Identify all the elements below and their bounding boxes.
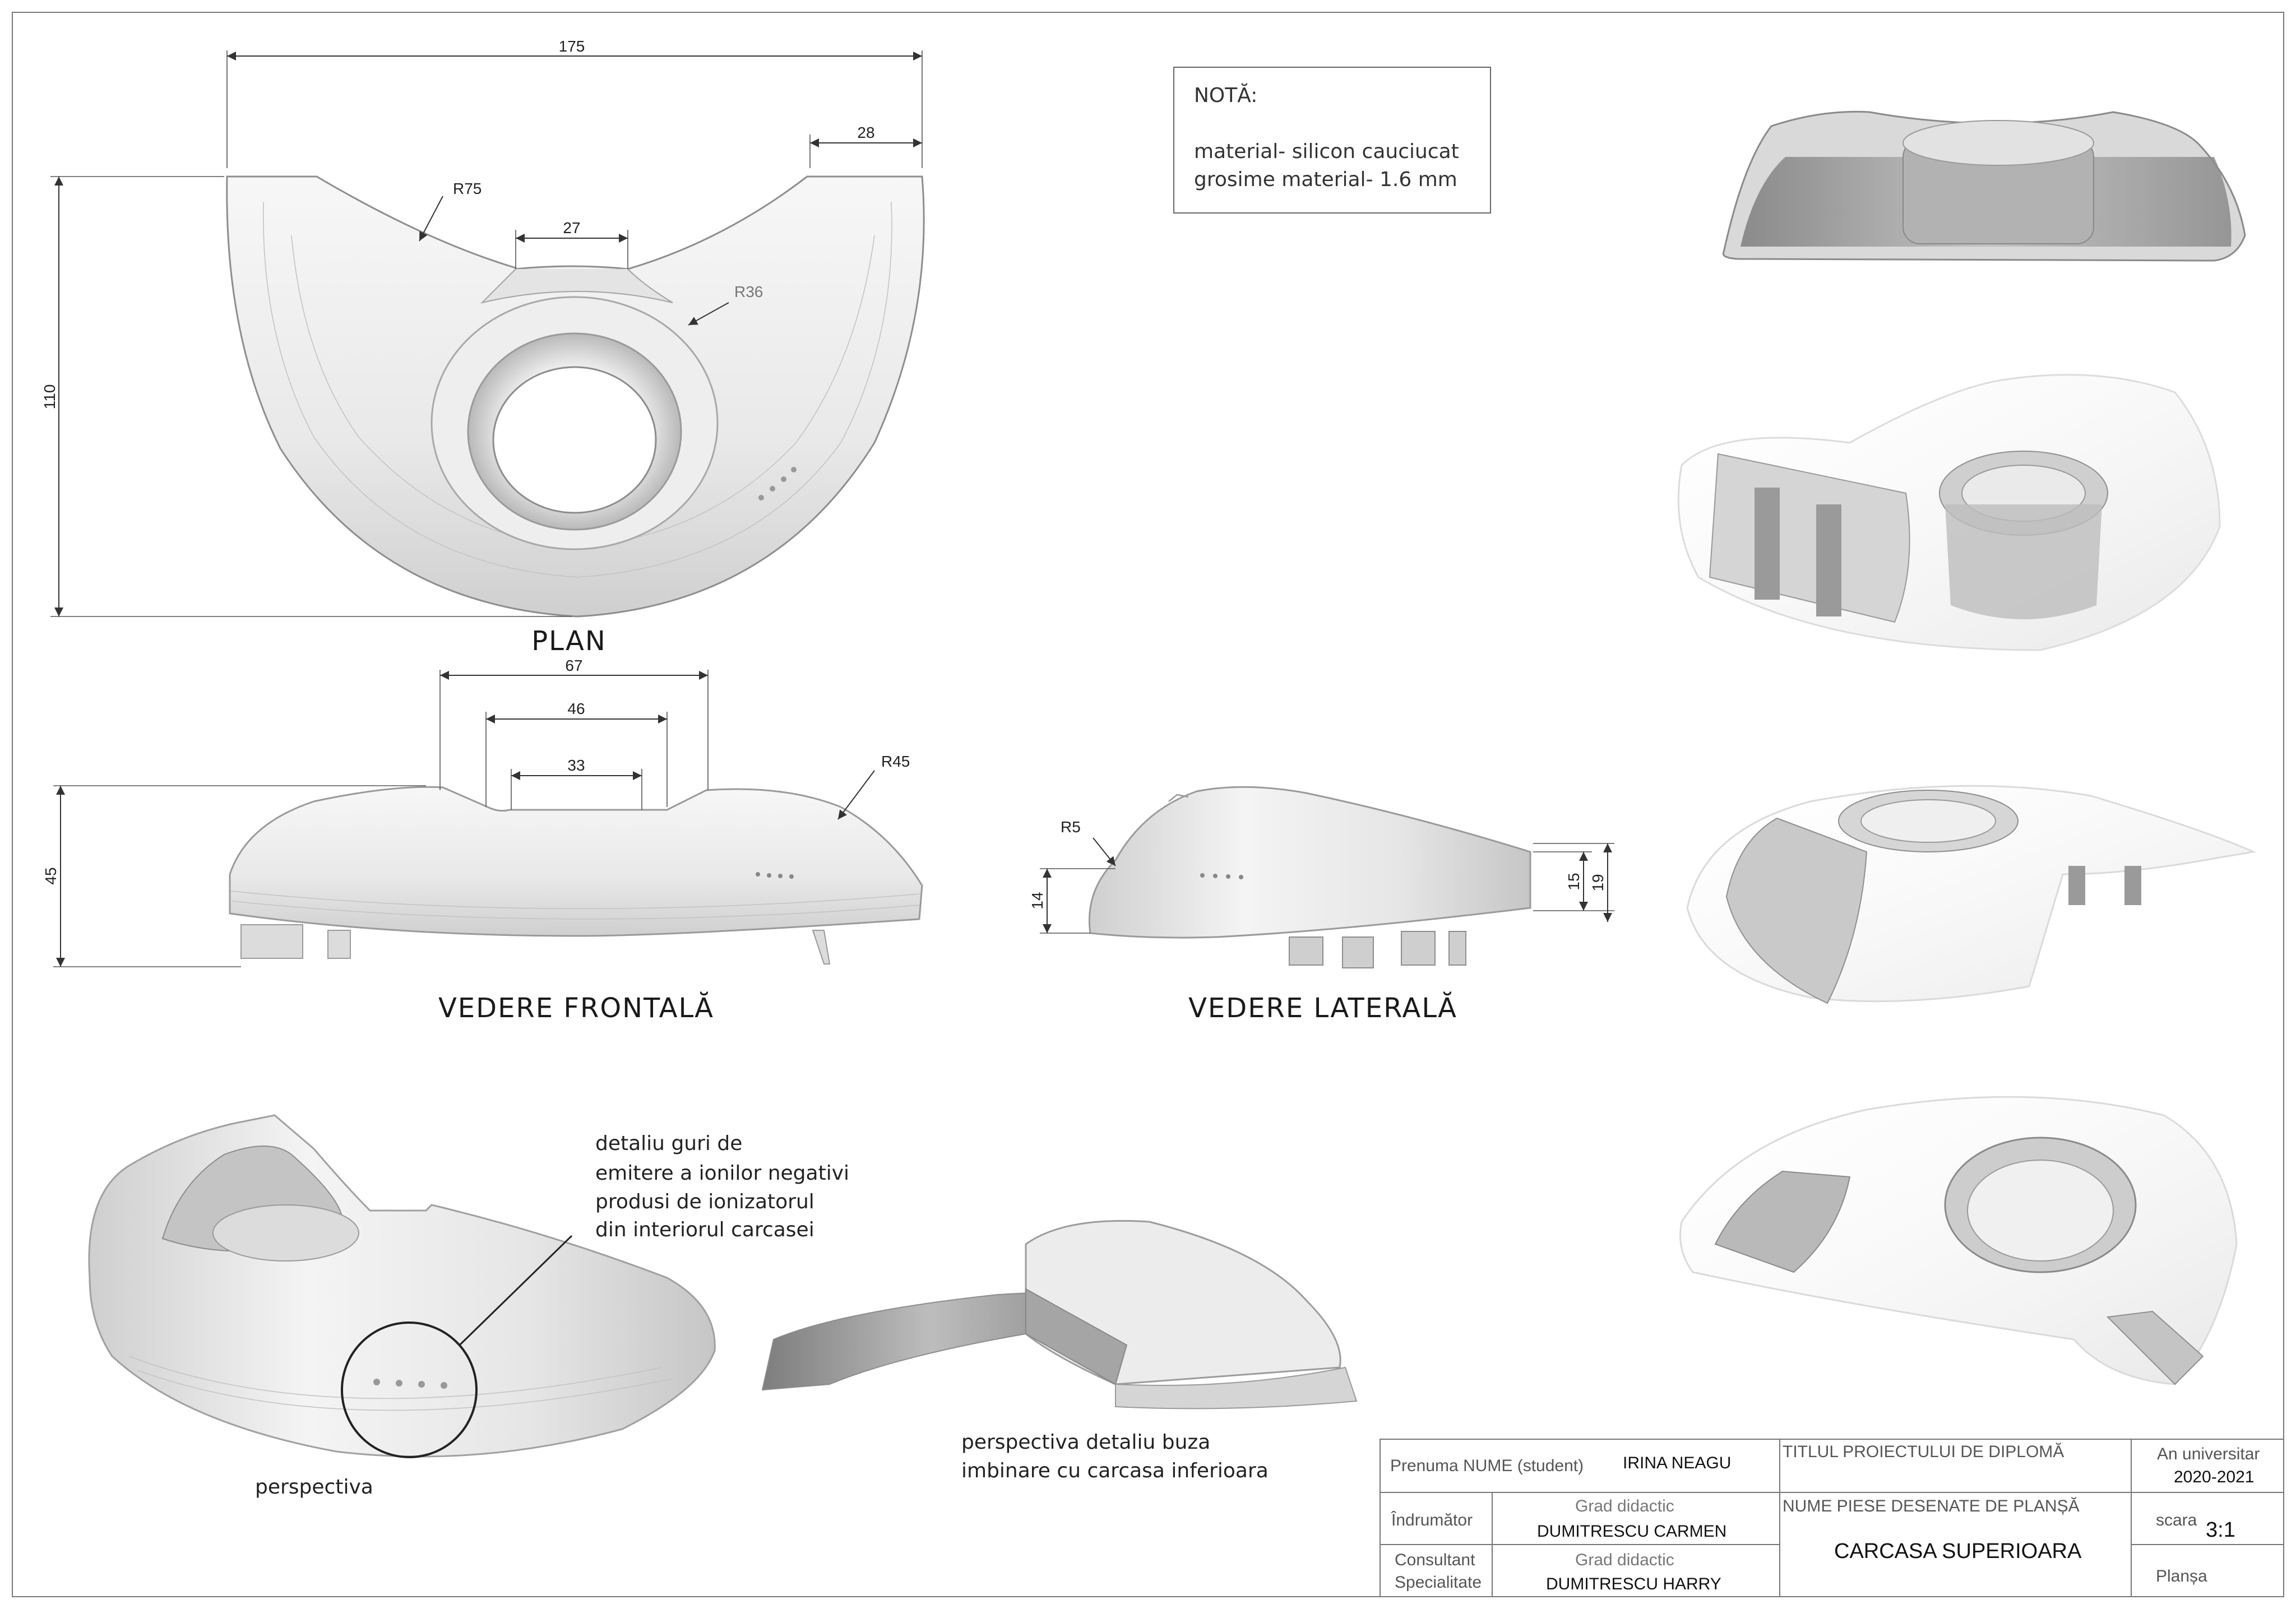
dim-front-height: 45 xyxy=(42,867,59,884)
front-vent-holes xyxy=(756,872,794,879)
tb-consultant-label-2: Specialitate xyxy=(1395,1573,1482,1592)
perspective-vent-holes xyxy=(373,1379,447,1389)
annotation-lip-1: perspectiva detaliu buza xyxy=(961,1431,1210,1454)
tb-advisor-name: DUMITRESCU CARMEN xyxy=(1537,1522,1726,1541)
tb-student-name: IRINA NEAGU xyxy=(1623,1454,1731,1472)
dim-plan-notch-right: 28 xyxy=(857,124,874,141)
front-lip xyxy=(230,891,921,910)
dim-side-right-inner: 15 xyxy=(1565,873,1582,890)
tb-consultant-grade: Grad didactic xyxy=(1575,1551,1674,1569)
render-perspective-main xyxy=(88,1114,716,1458)
tb-project-title-label: TITLUL PROIECTULUI DE DIPLOMĂ xyxy=(1783,1443,2064,1461)
plan-inner-rim xyxy=(262,201,892,578)
render-perspective-ghost-2 xyxy=(1686,785,2257,1004)
dim-plan-notch-center: 27 xyxy=(563,219,580,237)
tb-consultant-label-1: Consultant xyxy=(1395,1551,1475,1569)
tb-scale-value: 3:1 xyxy=(2206,1518,2235,1542)
front-tabs xyxy=(240,924,831,965)
tb-student-label: Prenuma NUME (student) xyxy=(1390,1457,1584,1475)
render-perspective-ghost-1 xyxy=(1677,374,2221,651)
plan-hole xyxy=(492,366,657,514)
annotation-detail-2: emitere a ionilor negativi xyxy=(595,1162,849,1185)
render-perspective-ghost-3 xyxy=(1679,1096,2238,1385)
side-tabs xyxy=(1289,931,1466,968)
dim-side-left-height: 14 xyxy=(1029,892,1046,909)
dim-plan-width: 175 xyxy=(559,38,585,55)
render-lip-detail xyxy=(761,1219,1358,1409)
note-box: NOTĂ: material- silicon cauciucat grosim… xyxy=(1173,67,1491,214)
label-plan: PLAN xyxy=(531,625,607,657)
front-lip-2 xyxy=(232,901,920,920)
dim-plan-height: 110 xyxy=(41,384,58,410)
tb-year-label: An universitar xyxy=(2157,1445,2260,1463)
dim-side-radius: R5 xyxy=(1061,818,1081,836)
side-shell xyxy=(1088,786,1531,939)
dim-front-width-outer: 67 xyxy=(565,657,582,674)
tb-year-value: 2020-2021 xyxy=(2174,1468,2254,1486)
tb-consultant-name: DUMITRESCU HARRY xyxy=(1546,1575,1721,1593)
annotation-detail-4: din interiorul carcasei xyxy=(595,1218,814,1241)
dim-front-width-mid: 46 xyxy=(567,700,585,717)
annotation-lip-2: imbinare cu carcasa inferioara xyxy=(961,1459,1269,1482)
dim-front-width-inner: 33 xyxy=(567,757,585,774)
dim-front-radius: R45 xyxy=(881,753,910,770)
plan-top-notch xyxy=(480,268,673,304)
tb-advisor-grade: Grad didactic xyxy=(1575,1497,1674,1515)
plan-view: 175 28 R75 27 R36 110 PLAN xyxy=(41,38,925,657)
side-view: R5 14 15 19 VEDERE LATERALĂ xyxy=(1029,786,1614,1024)
note-thickness: grosime material- 1.6 mm xyxy=(1194,168,1457,191)
sheet-border xyxy=(12,12,2284,1597)
plan-vent-holes xyxy=(758,467,797,500)
front-shell xyxy=(229,786,923,937)
note-title: NOTĂ: xyxy=(1194,83,1257,107)
label-side: VEDERE LATERALĂ xyxy=(1188,991,1457,1024)
dim-side-right-outer: 19 xyxy=(1589,874,1607,891)
dim-plan-r-inner: R36 xyxy=(734,283,763,300)
title-block xyxy=(1380,1439,2284,1597)
tb-scale-label: scara xyxy=(2156,1511,2197,1529)
side-top-edge xyxy=(1168,794,1189,802)
annotation-detail-3: produsi de ionizatorul xyxy=(595,1190,814,1213)
tb-advisor-label: Îndrumător xyxy=(1391,1511,1473,1529)
note-material: material- silicon cauciucat xyxy=(1194,140,1459,163)
side-vent-holes xyxy=(1200,873,1243,879)
detail-leader xyxy=(459,1235,573,1346)
dim-plan-r-outer: R75 xyxy=(453,180,482,197)
render-top-view xyxy=(1722,110,2246,262)
annotation-detail-1: detaliu guri de xyxy=(595,1132,742,1155)
tb-parts-label: NUME PIESE DESENATE DE PLANȘĂ xyxy=(1783,1497,2080,1515)
front-view: 67 46 33 R45 45 VEDERE FRONTALĂ xyxy=(42,657,923,1024)
annotation-perspective: perspectiva xyxy=(255,1476,373,1499)
detail-circle xyxy=(341,1321,478,1458)
tb-part-name: CARCASA SUPERIOARA xyxy=(1834,1540,2082,1563)
tb-sheet-label: Planșa xyxy=(2156,1567,2207,1585)
label-front: VEDERE FRONTALĂ xyxy=(438,991,714,1024)
